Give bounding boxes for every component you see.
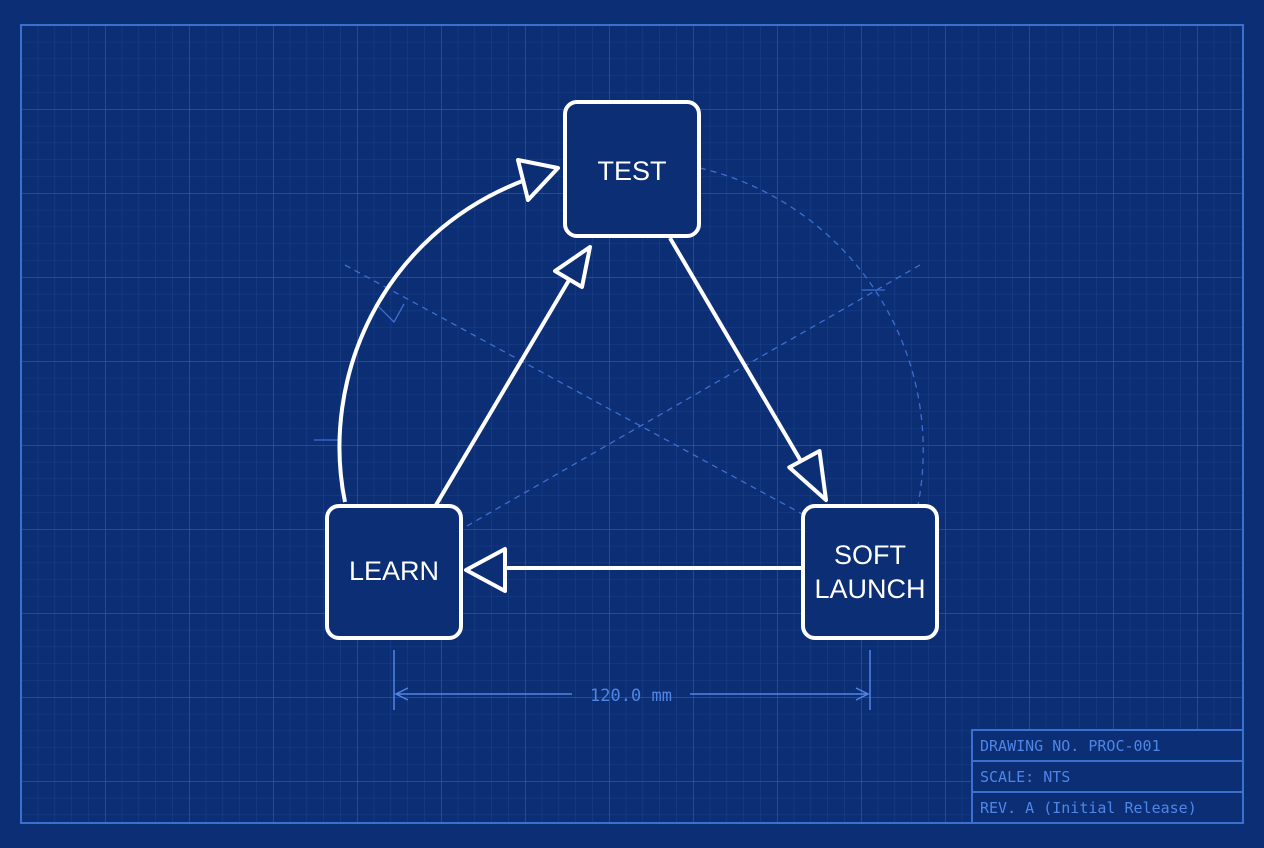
arrowhead-test-curved [516, 158, 560, 202]
node-test-label: TEST [597, 156, 666, 186]
construction-lines [314, 167, 924, 541]
drawing-scale: SCALE: NTS [980, 768, 1070, 786]
dimension-label: 120.0 mm [590, 686, 672, 706]
title-block: DRAWING NO. PROC-001 SCALE: NTS REV. A (… [971, 729, 1244, 824]
node-soft-launch: SOFT LAUNCH [801, 504, 939, 640]
arrowhead-test-straight [553, 245, 592, 289]
arrow-test-to-soft-launch [668, 236, 814, 482]
drawing-border [20, 24, 1244, 824]
node-learn-label: LEARN [349, 556, 439, 586]
node-soft-launch-label-line1: SOFT [834, 540, 906, 570]
dimension-line [393, 650, 871, 710]
node-test: TEST [563, 100, 701, 238]
drawing-number: DRAWING NO. PROC-001 [980, 737, 1161, 755]
cycle-arrows [337, 158, 828, 593]
node-soft-launch-label-line2: LAUNCH [814, 574, 925, 604]
node-learn: LEARN [325, 504, 463, 640]
arrowhead-learn [464, 547, 507, 593]
arrow-learn-to-test [434, 268, 577, 507]
arrowhead-soft-launch [787, 449, 828, 502]
arrow-learn-to-test-curved [337, 178, 526, 503]
drawing-revision: REV. A (Initial Release) [980, 799, 1197, 817]
